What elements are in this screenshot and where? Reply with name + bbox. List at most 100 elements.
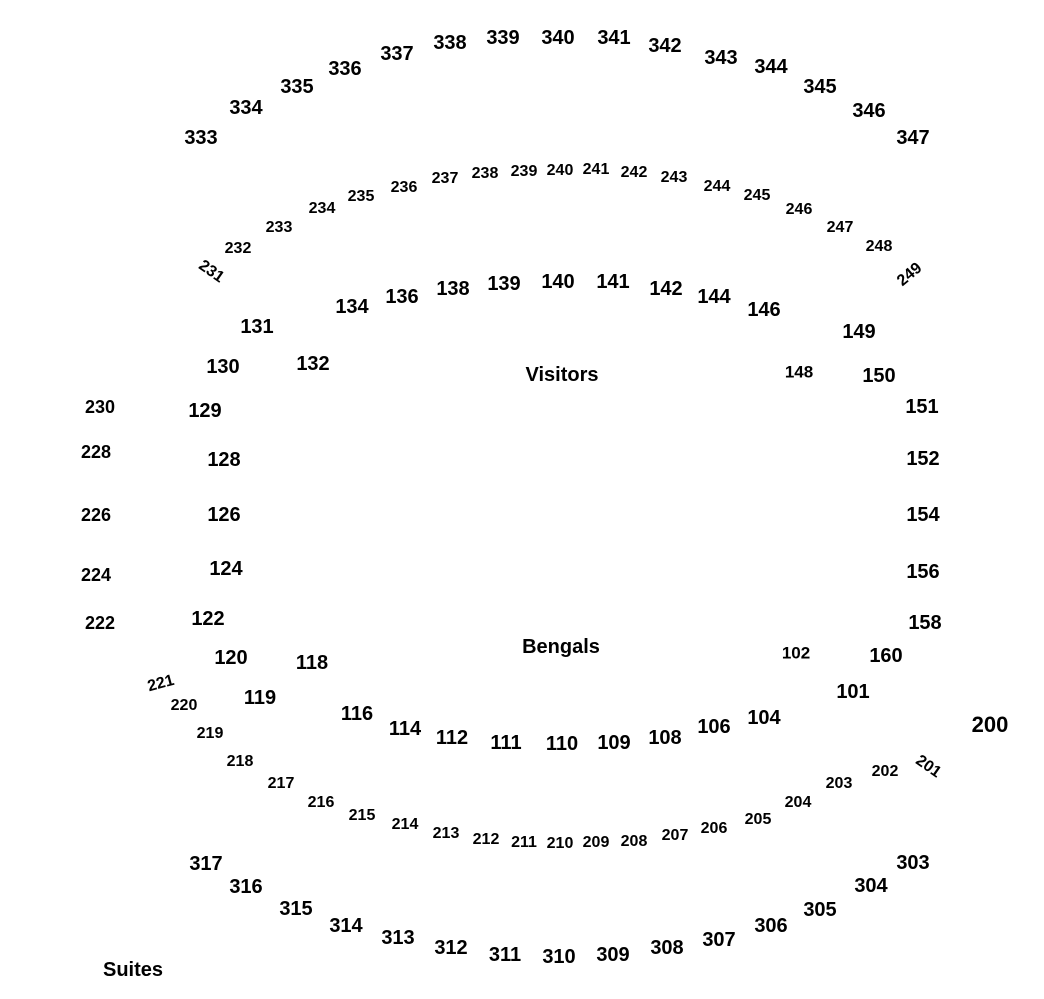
section-248[interactable]: 248: [865, 238, 893, 255]
section-110[interactable]: 110: [545, 733, 579, 755]
section-314[interactable]: 314: [329, 915, 363, 937]
section-208[interactable]: 208: [620, 833, 648, 850]
section-239[interactable]: 239: [510, 163, 538, 180]
section-211[interactable]: 211: [511, 834, 537, 851]
section-112[interactable]: 112: [435, 727, 469, 749]
section-131[interactable]: 131: [240, 316, 274, 338]
section-146[interactable]: 146: [747, 299, 781, 321]
section-341[interactable]: 341: [597, 27, 631, 49]
section-204[interactable]: 204: [784, 794, 812, 811]
section-222[interactable]: 222: [84, 613, 116, 633]
section-312[interactable]: 312: [434, 937, 468, 959]
section-224[interactable]: 224: [80, 565, 112, 585]
section-111[interactable]: 111: [490, 732, 522, 754]
section-238[interactable]: 238: [471, 165, 499, 182]
section-305[interactable]: 305: [803, 899, 837, 921]
section-124[interactable]: 124: [209, 558, 243, 580]
section-311[interactable]: 311: [488, 944, 522, 966]
section-132[interactable]: 132: [296, 353, 330, 375]
section-109[interactable]: 109: [597, 732, 631, 754]
section-134[interactable]: 134: [335, 296, 369, 318]
section-339[interactable]: 339: [486, 27, 520, 49]
section-244[interactable]: 244: [703, 178, 731, 195]
section-337[interactable]: 337: [380, 43, 414, 65]
section-216[interactable]: 216: [307, 794, 335, 811]
section-101[interactable]: 101: [836, 681, 870, 703]
section-218[interactable]: 218: [226, 753, 254, 770]
section-214[interactable]: 214: [391, 816, 419, 833]
section-343[interactable]: 343: [704, 47, 738, 69]
section-315[interactable]: 315: [279, 898, 313, 920]
section-240[interactable]: 240: [546, 162, 574, 179]
section-140[interactable]: 140: [541, 271, 575, 293]
section-108[interactable]: 108: [648, 727, 682, 749]
section-213[interactable]: 213: [432, 825, 460, 842]
section-150[interactable]: 150: [862, 365, 896, 387]
section-232[interactable]: 232: [224, 240, 252, 257]
section-306[interactable]: 306: [754, 915, 788, 937]
section-235[interactable]: 235: [347, 188, 375, 205]
section-152[interactable]: 152: [906, 448, 940, 470]
section-336[interactable]: 336: [328, 58, 362, 80]
section-304[interactable]: 304: [854, 875, 888, 897]
section-200[interactable]: 200: [971, 712, 1009, 737]
section-130[interactable]: 130: [206, 356, 240, 378]
section-129[interactable]: 129: [188, 400, 222, 422]
section-242[interactable]: 242: [620, 164, 648, 181]
section-226[interactable]: 226: [80, 505, 112, 525]
section-317[interactable]: 317: [189, 853, 223, 875]
section-217[interactable]: 217: [267, 775, 295, 792]
section-333[interactable]: 333: [184, 127, 218, 149]
section-202[interactable]: 202: [871, 763, 899, 780]
section-201[interactable]: 201: [912, 751, 945, 782]
section-116[interactable]: 116: [340, 703, 374, 725]
section-128[interactable]: 128: [207, 449, 241, 471]
section-154[interactable]: 154: [906, 504, 940, 526]
section-228[interactable]: 228: [80, 442, 112, 462]
section-210[interactable]: 210: [546, 835, 574, 852]
section-338[interactable]: 338: [433, 32, 467, 54]
section-246[interactable]: 246: [785, 201, 813, 218]
section-335[interactable]: 335: [280, 76, 314, 98]
section-249[interactable]: 249: [893, 259, 926, 290]
section-308[interactable]: 308: [650, 937, 684, 959]
section-102[interactable]: 102: [781, 643, 811, 663]
section-234[interactable]: 234: [308, 200, 336, 217]
section-114[interactable]: 114: [388, 718, 422, 740]
section-156[interactable]: 156: [906, 561, 940, 583]
section-334[interactable]: 334: [229, 97, 263, 119]
section-230[interactable]: 230: [84, 397, 116, 417]
section-313[interactable]: 313: [381, 927, 415, 949]
section-346[interactable]: 346: [852, 100, 886, 122]
section-344[interactable]: 344: [754, 56, 788, 78]
section-205[interactable]: 205: [744, 811, 772, 828]
section-307[interactable]: 307: [702, 929, 736, 951]
section-158[interactable]: 158: [908, 612, 942, 634]
section-151[interactable]: 151: [905, 396, 939, 418]
section-219[interactable]: 219: [196, 725, 224, 742]
section-247[interactable]: 247: [826, 219, 854, 236]
section-142[interactable]: 142: [649, 278, 683, 300]
section-342[interactable]: 342: [648, 35, 682, 57]
section-241[interactable]: 241: [582, 161, 610, 178]
section-104[interactable]: 104: [747, 707, 781, 729]
section-126[interactable]: 126: [207, 504, 241, 526]
section-231[interactable]: 231: [195, 256, 228, 287]
section-203[interactable]: 203: [825, 775, 853, 792]
section-340[interactable]: 340: [541, 27, 575, 49]
section-220[interactable]: 220: [170, 697, 198, 714]
suites-label[interactable]: Suites: [102, 959, 164, 981]
section-237[interactable]: 237: [431, 170, 459, 187]
section-236[interactable]: 236: [390, 179, 418, 196]
section-345[interactable]: 345: [803, 76, 837, 98]
section-207[interactable]: 207: [661, 827, 689, 844]
section-118[interactable]: 118: [295, 652, 329, 674]
section-136[interactable]: 136: [385, 286, 419, 308]
section-106[interactable]: 106: [697, 716, 731, 738]
section-120[interactable]: 120: [214, 647, 248, 669]
section-138[interactable]: 138: [436, 278, 470, 300]
section-149[interactable]: 149: [842, 321, 876, 343]
section-148[interactable]: 148: [784, 362, 814, 382]
section-206[interactable]: 206: [700, 820, 728, 837]
section-233[interactable]: 233: [265, 219, 293, 236]
